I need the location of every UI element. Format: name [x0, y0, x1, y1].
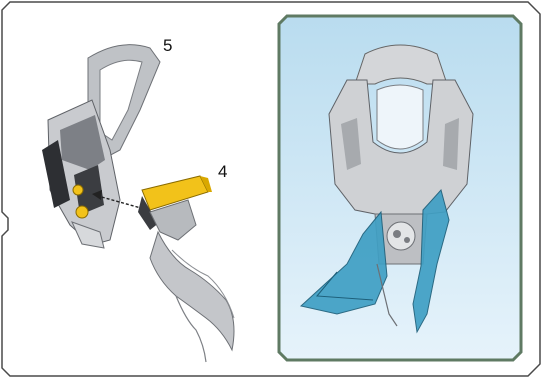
assembled-result-inset — [277, 14, 523, 362]
step-number-label: 5 — [163, 36, 172, 56]
assembly-illustration — [0, 0, 275, 378]
step-number-label: 4 — [218, 162, 227, 182]
jaw-fin-part — [138, 176, 234, 362]
